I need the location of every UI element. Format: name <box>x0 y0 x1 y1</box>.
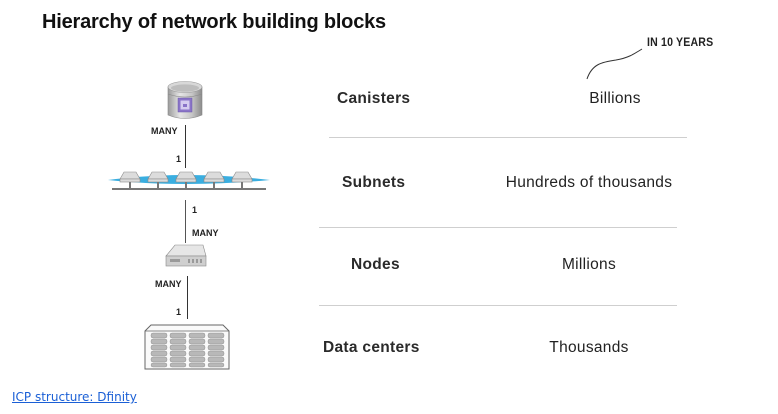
diagram-title: Hierarchy of network building blocks <box>42 11 386 33</box>
row-value-canisters: Billions <box>589 90 641 107</box>
annotation-curve <box>586 48 643 80</box>
row-value-nodes: Millions <box>561 256 617 273</box>
row-divider <box>319 227 677 228</box>
relation-lower-label: 1 <box>176 154 182 164</box>
annotation-label: IN 10 YEARS <box>647 35 714 49</box>
row-name-canisters: Canisters <box>337 90 411 107</box>
relation-upper-label: MANY <box>155 279 182 289</box>
data-center-icon <box>144 324 230 370</box>
row-value-subnets: Hundreds of thousands <box>505 174 673 191</box>
relation-lower-label: 1 <box>176 307 182 317</box>
row-value-data-centers: Thousands <box>549 339 629 356</box>
relation-upper-label: 1 <box>192 205 198 215</box>
row-name-subnets: Subnets <box>342 174 406 191</box>
row-divider <box>329 137 687 138</box>
row-divider <box>319 305 677 306</box>
connector-line <box>187 276 188 319</box>
subnet-icon <box>108 171 270 190</box>
canister-icon <box>167 81 203 119</box>
connector-line <box>185 125 186 168</box>
relation-upper-label: MANY <box>151 126 178 136</box>
connector-line <box>185 200 186 243</box>
node-server-icon <box>165 244 207 267</box>
row-name-data-centers: Data centers <box>323 339 420 356</box>
row-name-nodes: Nodes <box>351 256 400 273</box>
relation-lower-label: MANY <box>192 228 219 238</box>
source-caption-link[interactable]: ICP structure: Dfinity <box>12 390 137 404</box>
